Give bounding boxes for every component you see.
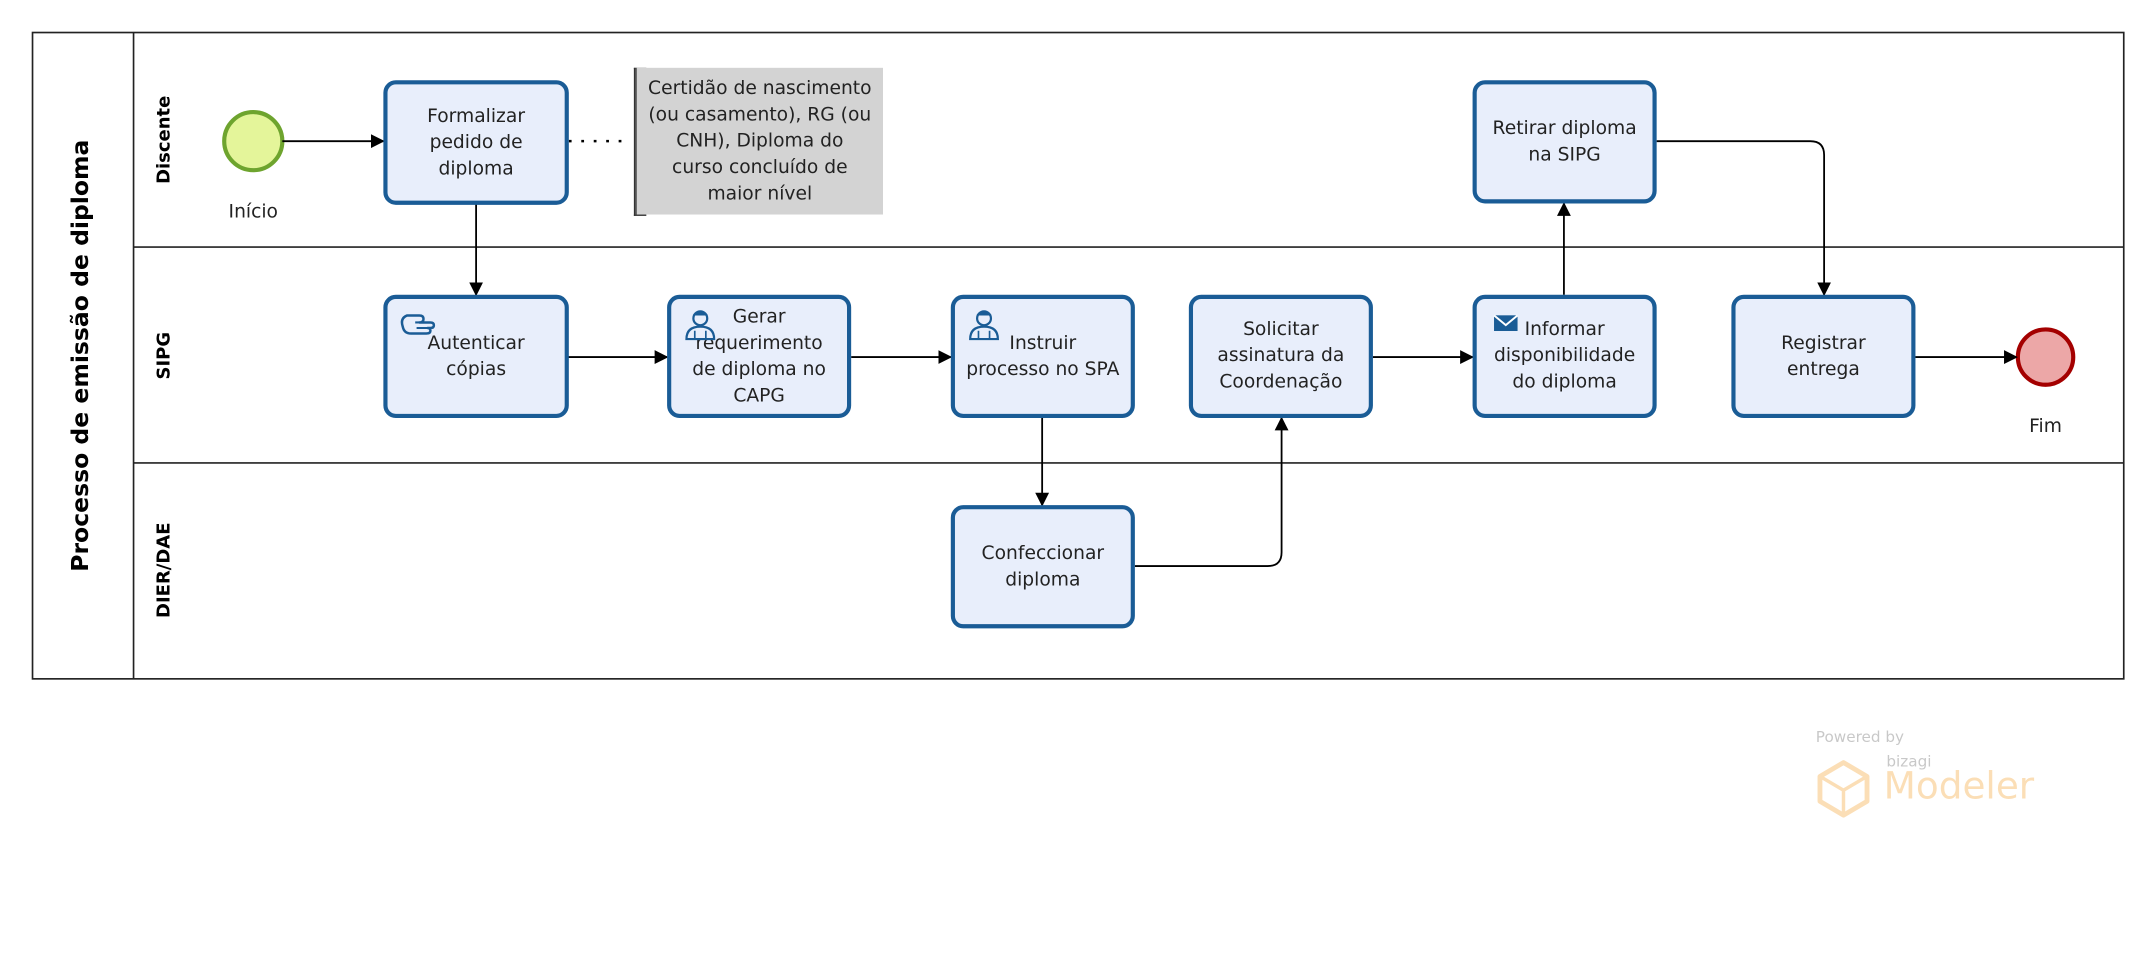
pool-frame <box>31 31 2125 680</box>
bizagi-watermark: Powered by bizagi Modeler <box>1810 725 2073 827</box>
start-event-label: Início <box>229 201 278 222</box>
task-gerar[interactable]: Gerar requerimento de diploma no CAPG <box>667 294 852 418</box>
hand-icon <box>400 314 436 335</box>
task-gerar-label: Gerar requerimento de diploma no CAPG <box>692 305 826 407</box>
task-registrar-label: Registrar entrega <box>1781 331 1866 380</box>
user-icon <box>685 310 716 341</box>
end-event[interactable] <box>2015 327 2076 387</box>
task-confeccionar-label: Confeccionar diploma <box>981 541 1105 591</box>
text-annotation[interactable]: Certidão de nascimento (ou casamento), R… <box>635 67 883 215</box>
start-event[interactable] <box>222 110 285 173</box>
task-confeccionar[interactable]: Confeccionar diploma <box>950 505 1135 629</box>
task-instruir[interactable]: Instruir processo no SPA <box>950 294 1135 418</box>
task-solicitar[interactable]: Solicitar assinatura da Coordenação <box>1188 294 1373 418</box>
task-instruir-label: Instruir processo no SPA <box>966 331 1120 380</box>
task-autenticar-label: Autenticar cópias <box>427 331 525 380</box>
watermark-powered-by: Powered by <box>1815 727 1905 746</box>
end-event-label: Fim <box>2029 416 2062 437</box>
pool-title: Processo de emissão de diploma <box>66 140 94 572</box>
task-formalizar-label: Formalizar pedido de diploma <box>427 104 526 180</box>
bizagi-logo-icon <box>1817 760 1870 818</box>
task-informar-label: Informar disponibilidade do diploma <box>1494 318 1636 394</box>
text-annotation-content: Certidão de nascimento (ou casamento), R… <box>648 76 872 205</box>
lane-title-dier: DIER/DAE <box>154 522 175 617</box>
user-icon <box>969 310 999 341</box>
flow-confeccionar-to-solicitar[interactable] <box>1134 416 1289 567</box>
lane-title-sipg: SIPG <box>154 332 175 380</box>
flow-retirar-to-registrar[interactable] <box>1656 140 1832 297</box>
watermark-brand: bizagi <box>1886 752 1932 771</box>
envelope-icon <box>1493 314 1519 332</box>
task-formalizar[interactable]: Formalizar pedido de diploma <box>383 80 569 205</box>
task-registrar[interactable]: Registrar entrega <box>1731 294 1916 418</box>
task-retirar[interactable]: Retirar diploma na SIPG <box>1472 80 1657 204</box>
task-retirar-label: Retirar diploma na SIPG <box>1492 116 1637 166</box>
task-solicitar-label: Solicitar assinatura da Coordenação <box>1217 318 1345 394</box>
task-informar[interactable]: Informar disponibilidade do diploma <box>1472 294 1657 418</box>
watermark-product: Modeler <box>1883 765 2035 809</box>
task-autenticar[interactable]: Autenticar cópias <box>383 294 569 418</box>
lane-title-discente: Discente <box>154 96 175 184</box>
